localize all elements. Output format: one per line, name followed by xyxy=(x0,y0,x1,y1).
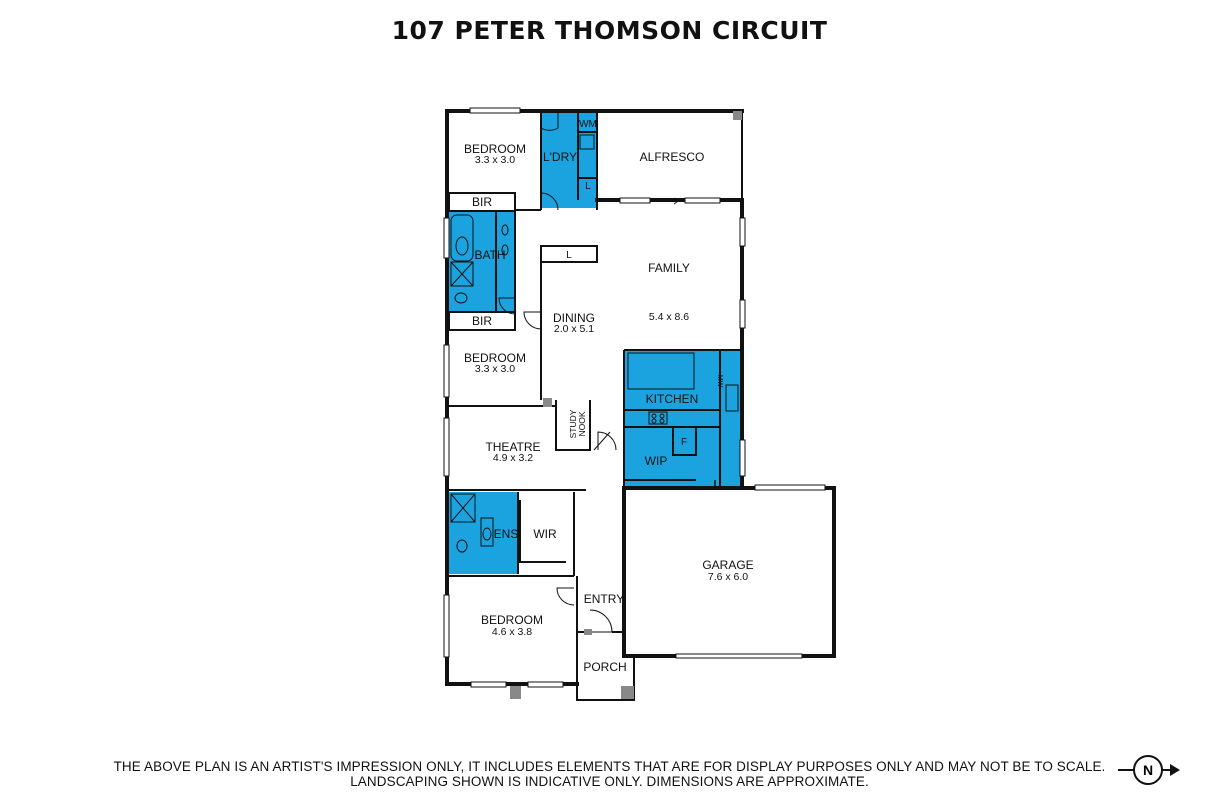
wir-name: WIR xyxy=(533,527,557,541)
laundry-tub-icon xyxy=(579,134,595,150)
bedroom-w-dim: 3.3 x 3.0 xyxy=(475,363,515,375)
disclaimer: THE ABOVE PLAN IS AN ARTIST'S IMPRESSION… xyxy=(0,759,1219,789)
laundry-linen-label: L xyxy=(585,181,591,192)
entry-name: ENTRY xyxy=(584,592,624,606)
wip-name: WIP xyxy=(645,454,668,468)
microwave-label: MW xyxy=(716,375,723,388)
porch-name: PORCH xyxy=(583,660,626,674)
columns xyxy=(510,111,742,699)
dining-name: DINING xyxy=(553,311,595,325)
compass-label: N xyxy=(1143,762,1153,778)
linen-label: L xyxy=(566,250,572,261)
internal-walls xyxy=(448,111,741,633)
bedroom-sw-dim: 4.6 x 3.8 xyxy=(492,626,532,638)
fridge-label: F xyxy=(681,437,687,448)
laundry-name: L'DRY xyxy=(543,150,577,164)
family-dim: 5.4 x 8.6 xyxy=(649,311,689,323)
north-arrow-icon: N xyxy=(1118,755,1180,785)
shower-icon xyxy=(450,261,474,287)
study-nook-line2: NOOK xyxy=(577,411,587,436)
alfresco-name: ALFRESCO xyxy=(640,150,705,164)
disclaimer-line-1: THE ABOVE PLAN IS AN ARTIST'S IMPRESSION… xyxy=(113,759,1106,774)
kitchen-sink-icon xyxy=(725,384,739,412)
ensuite-name: ENS xyxy=(494,527,519,541)
cooktop-icon xyxy=(648,411,668,425)
wardrobe-cutout xyxy=(518,492,574,564)
bir-1-label: BIR xyxy=(472,195,492,209)
page-title: 107 PETER THOMSON CIRCUIT xyxy=(391,16,828,45)
kitchen-name: KITCHEN xyxy=(646,392,699,406)
fixtures xyxy=(450,134,739,553)
porch-outline xyxy=(576,627,635,701)
bathtub-icon xyxy=(450,214,474,262)
family-name: FAMILY xyxy=(648,261,690,275)
windows xyxy=(443,107,826,688)
toilet-icon xyxy=(454,292,468,304)
theatre-name: THEATRE xyxy=(485,440,540,454)
bedroom-nw-name: BEDROOM xyxy=(464,142,526,156)
theatre-dim: 4.9 x 3.2 xyxy=(493,452,533,464)
dining-dim: 2.0 x 5.1 xyxy=(554,323,594,335)
doors xyxy=(498,111,716,633)
study-nook-line1: STUDY xyxy=(568,409,578,438)
kitchen-island-icon xyxy=(627,352,695,390)
laundry-fill xyxy=(541,111,597,208)
wet-areas xyxy=(449,111,741,574)
kitchen-fill xyxy=(624,350,741,488)
bath-name: BATH xyxy=(474,248,505,262)
bedroom-sw-name: BEDROOM xyxy=(481,613,543,627)
disclaimer-line-2: LANDSCAPING SHOWN IS INDICATIVE ONLY. DI… xyxy=(350,774,869,789)
bedroom-nw-dim: 3.3 x 3.0 xyxy=(475,154,515,166)
garage-dim: 7.6 x 6.0 xyxy=(708,571,748,583)
ensuite-shower-icon xyxy=(450,493,476,523)
bir-2-label: BIR xyxy=(472,314,492,328)
wm-label: WM xyxy=(579,119,597,130)
garage-name: GARAGE xyxy=(702,558,753,572)
bedroom-w-name: BEDROOM xyxy=(464,351,526,365)
